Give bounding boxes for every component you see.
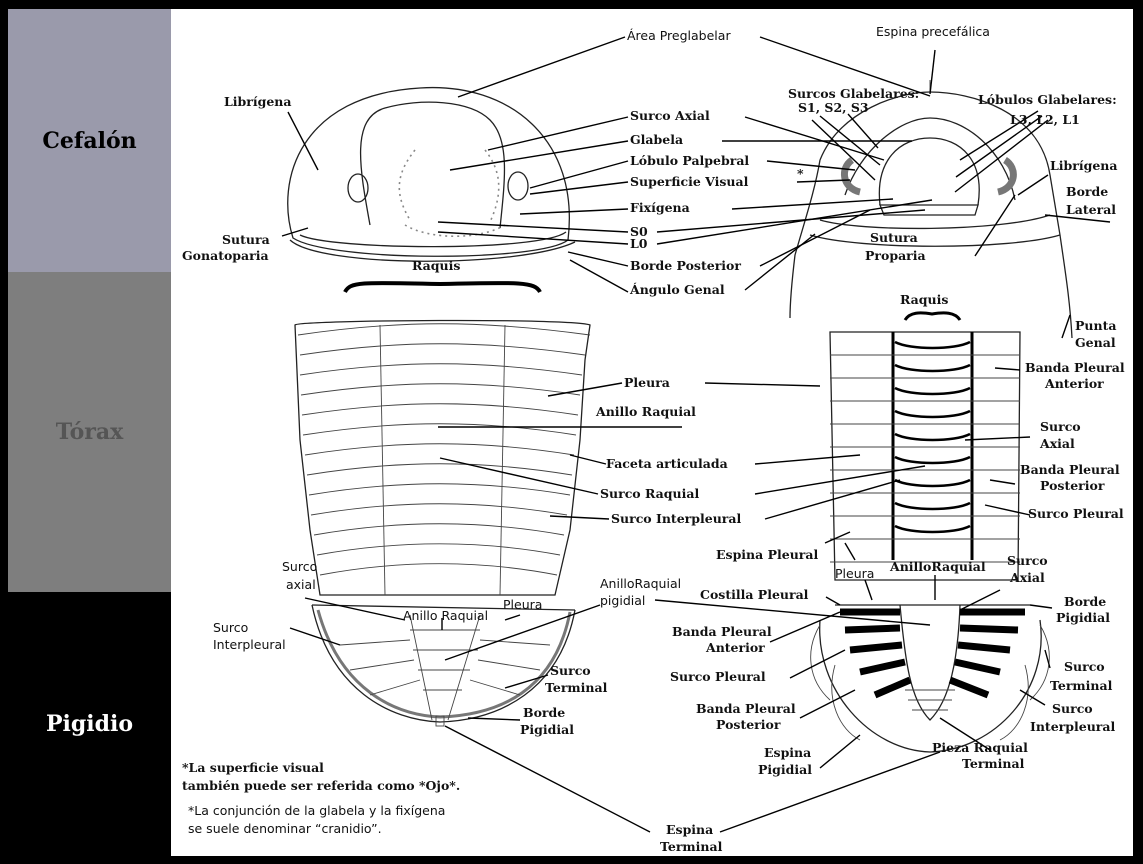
label-superficie-visual: Superficie Visual	[630, 174, 749, 189]
label-espina-terminal-1: Espina	[666, 822, 713, 837]
label-pleura-thorax: Pleura	[624, 375, 670, 390]
label-sutura-right: Sutura	[870, 230, 918, 245]
label-surco-interpleural-thorax: Surco Interpleural	[611, 511, 741, 526]
label-angulo-genal: Ángulo Genal	[629, 282, 725, 297]
label-asterisk: *	[797, 166, 804, 181]
label-surco-interpleural-rp-2: Interpleural	[1030, 719, 1115, 734]
label-surco-terminal-rp-2: Terminal	[1050, 678, 1113, 693]
label-l0: L0	[630, 236, 648, 251]
label-banda-pleural-posterior-2: Posterior	[1040, 478, 1105, 493]
label-genal: Genal	[1075, 335, 1116, 350]
label-surco-axial-lp-2: axial	[286, 577, 316, 592]
label-borde-lateral-2: Lateral	[1066, 202, 1116, 217]
label-surco-terminal-lp-1: Surco	[550, 663, 591, 678]
label-surco-axial: Surco Axial	[630, 108, 710, 123]
label-pieza-raquial-2: Terminal	[962, 756, 1025, 771]
label-surco-axial-lp-1: Surco	[282, 559, 317, 574]
diagram-panel: Área Preglabelar Espina precefálica Surc…	[171, 9, 1133, 856]
label-borde-posterior: Borde Posterior	[630, 258, 741, 273]
label-anillo-raquial-rp: AnilloRaquial	[889, 559, 986, 574]
label-banda-pleural-anterior-2: Anterior	[1044, 376, 1104, 391]
label-gonatoparia: Gonatoparia	[182, 248, 269, 263]
label-borde-pigidial-lp-2: Pigidial	[520, 722, 574, 737]
label-espina-terminal-2: Terminal	[660, 839, 723, 854]
label-raquis-left: Raquis	[412, 258, 460, 273]
label-espina-pleural: Espina Pleural	[716, 547, 818, 562]
diagram-svg: Área Preglabelar Espina precefálica Surc…	[171, 9, 1133, 856]
pygidium-label: Pigidio	[46, 711, 133, 737]
cephalon-band: Cefalón	[8, 9, 171, 272]
label-surco-pleural-rp: Surco Pleural	[670, 669, 766, 684]
label-librigena-right: Librígena	[1050, 158, 1118, 173]
label-anillo-raquial-thorax: Anillo Raquial	[595, 404, 696, 419]
label-surco-interpleural-lp-1: Surco	[213, 620, 248, 635]
label-espina-pigidial-1: Espina	[764, 745, 811, 760]
label-faceta-articulada: Faceta articulada	[606, 456, 728, 471]
label-borde-pigidial-rp-2: Pigidial	[1056, 610, 1110, 625]
label-proparia: Proparia	[865, 248, 926, 263]
label-surco-interpleural-lp-2: Interpleural	[213, 637, 286, 652]
label-surco-pleural-thorax: Surco Pleural	[1028, 506, 1124, 521]
label-surco-interpleural-rp-1: Surco	[1052, 701, 1093, 716]
label-punta: Punta	[1075, 318, 1116, 333]
label-borde-pigidial-lp-1: Borde	[523, 705, 565, 720]
note-cranidium-line1: *La conjunción de la glabela y la fixíge…	[188, 803, 445, 818]
note-visual-surface-line1: *La superficie visual	[182, 760, 324, 775]
label-anillo-raquial-pigidial-1: AnilloRaquial	[600, 576, 681, 591]
label-raquis-right: Raquis	[900, 292, 948, 307]
label-banda-pleural-anterior-rp-1: Banda Pleural	[672, 624, 772, 639]
label-s1-s2-s3: S1, S2, S3	[798, 100, 869, 115]
label-costilla-pleural: Costilla Pleural	[700, 587, 809, 602]
label-surco-axial-thorax-1: Surco	[1040, 419, 1081, 434]
pygidium-band: Pigidio	[8, 592, 171, 856]
label-lobulos-glabelares: Lóbulos Glabelares:	[978, 92, 1117, 107]
label-borde-lateral-1: Borde	[1066, 184, 1108, 199]
right-pygidium-drawing	[811, 605, 1050, 752]
left-thorax-drawing	[295, 283, 590, 595]
label-lobulo-palpebral: Lóbulo Palpebral	[630, 153, 749, 168]
label-anillo-raquial-pigidial-2: pigidial	[600, 593, 645, 608]
label-pieza-raquial-1: Pieza Raquial	[932, 740, 1028, 755]
label-fixigena: Fixígena	[630, 200, 690, 215]
label-surcos-glabelares: Surcos Glabelares:	[788, 86, 919, 101]
label-area-preglabelar: Área Preglabelar	[627, 28, 731, 43]
label-l3-l2-l1: L3, L2, L1	[1010, 112, 1080, 127]
thorax-label: Tórax	[56, 419, 123, 445]
label-pleura-lp: Pleura	[503, 597, 542, 612]
label-banda-pleural-anterior-rp-2: Anterior	[705, 640, 765, 655]
label-espina-precefalica: Espina precefálica	[876, 24, 990, 39]
label-pleura-rp: Pleura	[835, 566, 874, 581]
label-surco-terminal-rp-1: Surco	[1064, 659, 1105, 674]
label-sutura-left: Sutura	[222, 232, 270, 247]
left-cephalon-drawing	[288, 88, 575, 262]
right-thorax-drawing	[830, 313, 1020, 580]
label-surco-terminal-lp-2: Terminal	[545, 680, 608, 695]
thorax-band: Tórax	[8, 272, 171, 592]
label-banda-pleural-posterior-rp-2: Posterior	[716, 717, 781, 732]
label-espina-pigidial-2: Pigidial	[758, 762, 812, 777]
footnotes: *La superficie visual también puede ser …	[182, 760, 460, 836]
label-librigena-left: Librígena	[224, 94, 292, 109]
label-glabela: Glabela	[630, 132, 683, 147]
label-surco-axial-thorax-2: Axial	[1039, 436, 1075, 451]
label-surco-raquial: Surco Raquial	[600, 486, 699, 501]
label-borde-pigidial-rp-1: Borde	[1064, 594, 1106, 609]
note-cranidium-line2: se suele denominar “cranidio”.	[188, 821, 382, 836]
label-banda-pleural-posterior-rp-1: Banda Pleural	[696, 701, 796, 716]
label-surco-axial-rp-2: Axial	[1009, 570, 1045, 585]
cephalon-label: Cefalón	[42, 128, 136, 154]
label-surco-axial-rp-1: Surco	[1007, 553, 1048, 568]
note-visual-surface-line2: también puede ser referida como *Ojo*.	[182, 778, 460, 793]
label-anillo-raquial-lp: Anillo Raquial	[403, 608, 488, 623]
label-banda-pleural-posterior-1: Banda Pleural	[1020, 462, 1120, 477]
label-banda-pleural-anterior-1: Banda Pleural	[1025, 360, 1125, 375]
